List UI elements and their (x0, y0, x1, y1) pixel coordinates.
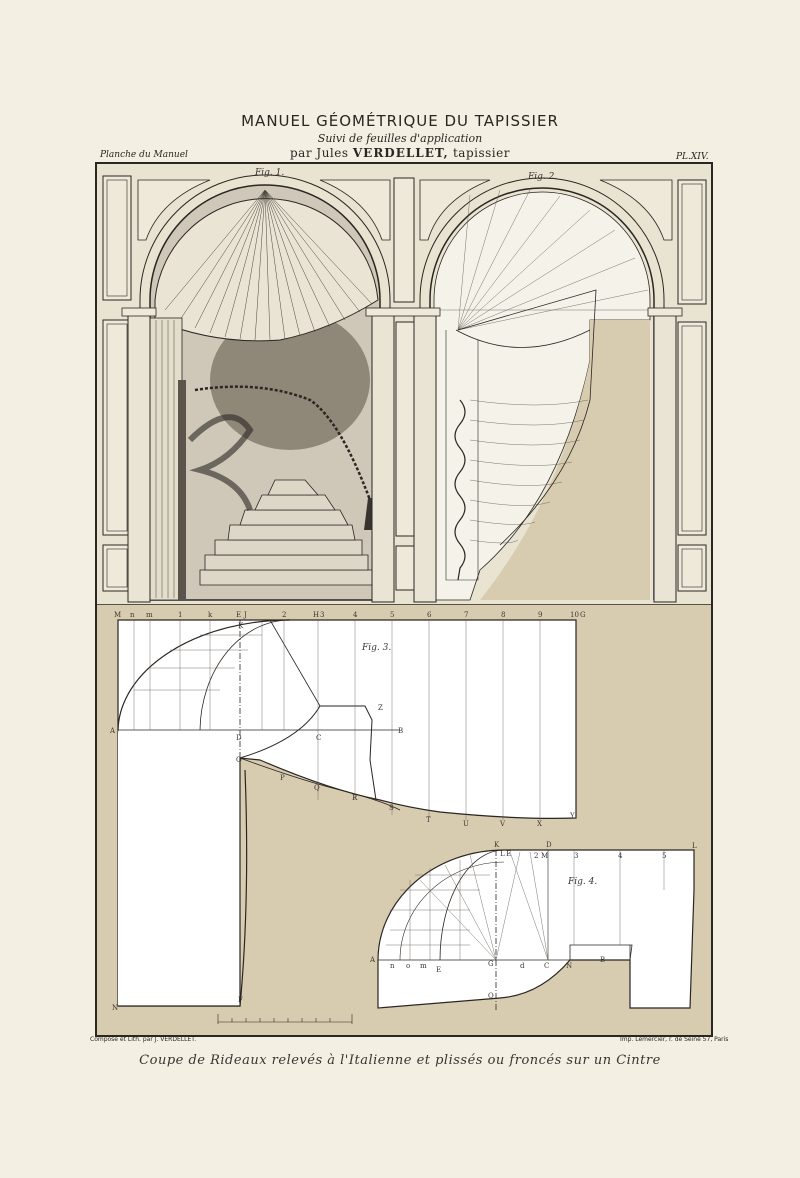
svg-text:m: m (146, 611, 153, 619)
svg-text:6: 6 (427, 611, 432, 619)
svg-text:2: 2 (534, 852, 538, 860)
fig4-origin: O (488, 992, 494, 1000)
svg-text:X: X (537, 820, 542, 828)
svg-text:5: 5 (390, 611, 394, 619)
svg-text:o: o (406, 962, 410, 970)
fig3-c: C (316, 734, 321, 742)
svg-text:E: E (506, 850, 511, 858)
fig3-z: Z (378, 704, 383, 712)
fig3-o: O (236, 756, 242, 764)
svg-text:G: G (580, 611, 586, 619)
svg-text:T: T (426, 816, 431, 824)
plate-number: PL.XIV. (676, 152, 709, 162)
svg-text:H: H (313, 611, 319, 619)
svg-text:7: 7 (464, 611, 468, 619)
svg-text:A: A (369, 956, 376, 964)
svg-text:m: m (420, 962, 427, 970)
fig4-label: Fig. 4. (567, 877, 597, 887)
svg-text:3: 3 (320, 611, 324, 619)
credit-left: Composé et Lith. par J. VERDELLET. (90, 1036, 197, 1043)
fig3-d: D (236, 734, 242, 742)
svg-text:n: n (390, 962, 395, 970)
svg-text:d: d (520, 962, 525, 970)
svg-text:10: 10 (570, 611, 579, 619)
svg-text:Q: Q (314, 784, 320, 792)
svg-text:M: M (541, 852, 548, 860)
svg-text:5: 5 (662, 852, 666, 860)
author-prefix: par Jules (290, 146, 349, 160)
svg-text:3: 3 (574, 852, 578, 860)
planche-label: Planche du Manuel (100, 150, 188, 160)
fig3-label: Fig. 3. (361, 643, 391, 653)
svg-text:D: D (546, 841, 552, 849)
author-name: VERDELLET, (352, 146, 449, 160)
svg-text:Y: Y (569, 812, 575, 820)
svg-text:n: n (130, 611, 135, 619)
svg-text:M: M (114, 611, 121, 619)
plate-author: par Jules VERDELLET, tapissier (0, 146, 800, 160)
architecture-panel: Fig. 1. Fig. 2. (97, 164, 711, 604)
fig3-diagram: M n m 1 k E J 2 H 3 4 5 6 7 8 9 10 G K A… (109, 611, 586, 1024)
author-suffix: tapissier (452, 146, 510, 160)
svg-text:4: 4 (353, 611, 358, 619)
svg-text:G: G (488, 960, 494, 968)
fig2-label: Fig. 2. (527, 172, 557, 182)
fig4-diagram: K L E D 2 M 3 4 5 L A n o m E G d C N B … (369, 841, 697, 1010)
svg-text:8: 8 (501, 611, 505, 619)
svg-text:V: V (499, 820, 506, 828)
fig3-n: N (112, 1004, 118, 1012)
svg-text:4: 4 (618, 852, 623, 860)
fig3-f: F (238, 996, 243, 1004)
credit-right: Imp. Lemercier, r. de Seine 57, Paris (620, 1036, 729, 1043)
svg-text:9: 9 (538, 611, 542, 619)
plate-title: MANUEL GÉOMÉTRIQUE DU TAPISSIER (241, 112, 559, 130)
svg-text:C: C (544, 962, 549, 970)
svg-text:S: S (389, 804, 394, 812)
svg-text:R: R (352, 794, 358, 802)
svg-text:J: J (243, 611, 247, 619)
svg-text:E: E (436, 966, 441, 974)
fig3-k: K (238, 622, 244, 630)
svg-text:k: k (208, 611, 213, 619)
svg-text:K: K (494, 841, 500, 849)
svg-text:N: N (566, 962, 572, 970)
svg-text:2: 2 (282, 611, 286, 619)
fig3-b: B (398, 727, 403, 735)
fig1-label: Fig. 1. (254, 168, 284, 178)
svg-text:1: 1 (178, 611, 182, 619)
svg-text:U: U (463, 820, 469, 828)
svg-text:P: P (280, 774, 285, 782)
svg-text:B: B (600, 956, 605, 964)
svg-text:L: L (692, 842, 697, 850)
svg-text:L: L (500, 850, 505, 858)
fig3-a: A (109, 727, 116, 735)
plate-caption: Coupe de Rideaux relevés à l'Italienne e… (139, 1053, 661, 1068)
svg-text:E: E (236, 611, 241, 619)
plate-subtitle: Suivi de feuilles d'application (317, 132, 483, 145)
